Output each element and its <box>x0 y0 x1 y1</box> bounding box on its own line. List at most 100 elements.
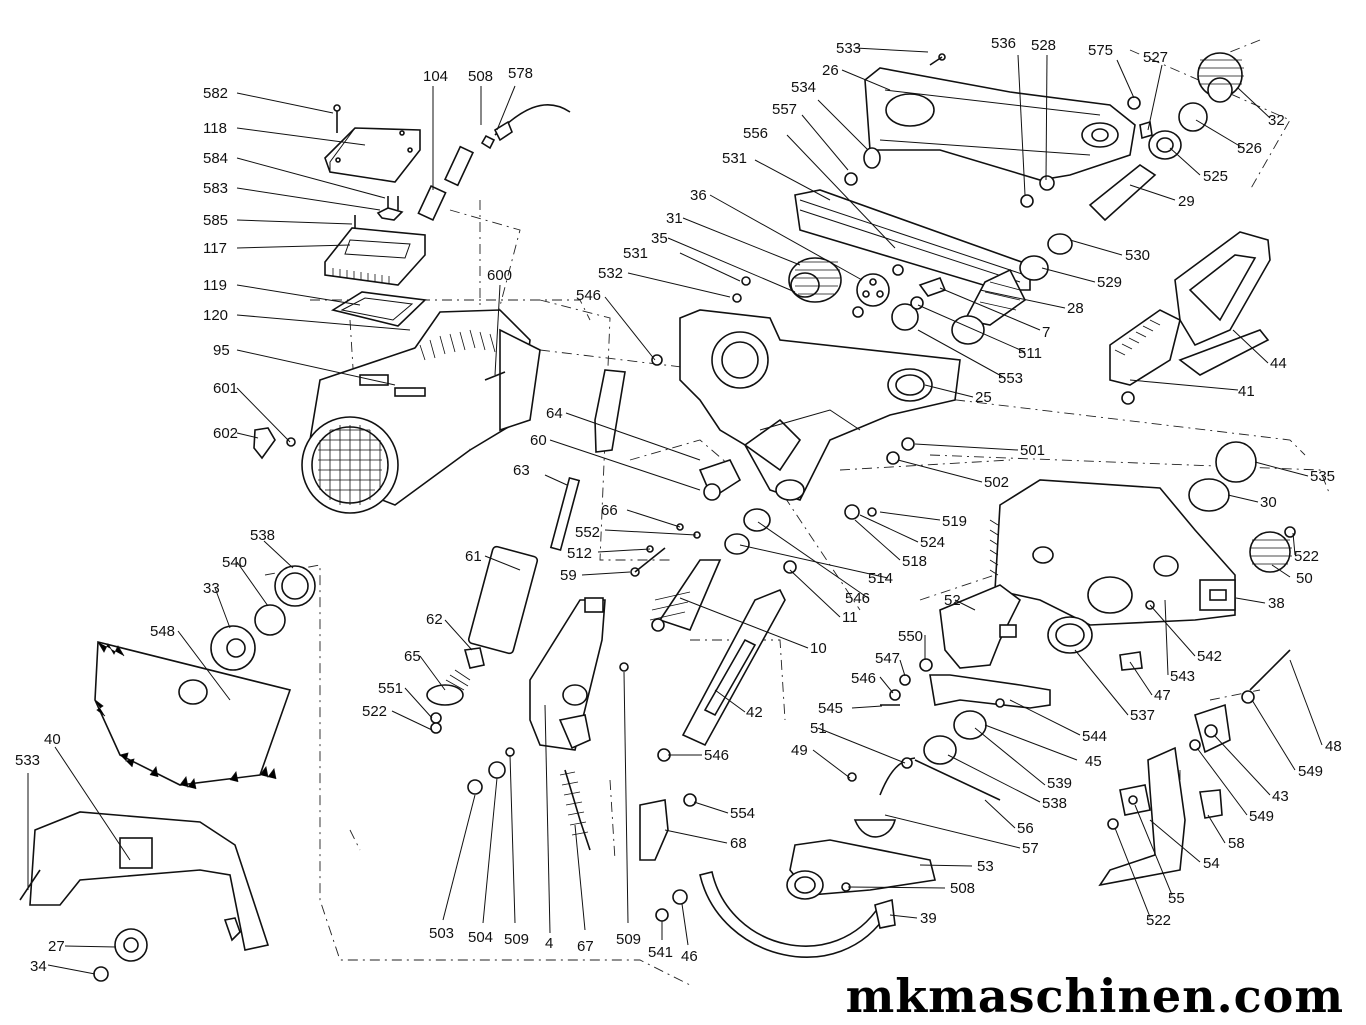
callout: 538 <box>1042 795 1067 812</box>
right-housing <box>989 441 1296 626</box>
callout: 31 <box>666 210 683 227</box>
callout: 551 <box>378 680 403 697</box>
callout: 59 <box>560 567 577 584</box>
belt <box>794 189 1031 291</box>
callout: 529 <box>1097 274 1122 291</box>
callout: 527 <box>1143 49 1168 66</box>
callout: 47 <box>1154 687 1171 704</box>
callout: 552 <box>575 524 600 541</box>
callout: 104 <box>423 68 448 85</box>
callout: 550 <box>898 628 923 645</box>
callout: 26 <box>822 62 839 79</box>
callout: 52 <box>944 592 961 609</box>
belt-cover-top <box>844 53 1141 208</box>
callout: 578 <box>508 65 533 82</box>
callout: 501 <box>1020 442 1045 459</box>
callout: 546 <box>845 590 870 607</box>
handle <box>1109 231 1271 405</box>
callout: 546 <box>704 747 729 764</box>
callout: 522 <box>362 703 387 720</box>
callout: 514 <box>868 570 893 587</box>
callout: 546 <box>576 287 601 304</box>
callout: 65 <box>404 648 421 665</box>
callout: 508 <box>468 68 493 85</box>
callout: 511 <box>1018 345 1042 362</box>
lower-mechanism <box>847 584 1143 838</box>
callout: 557 <box>772 101 797 118</box>
callout: 542 <box>1197 648 1222 665</box>
callout: 30 <box>1260 494 1277 511</box>
callout: 49 <box>791 742 808 759</box>
callout: 584 <box>203 150 228 167</box>
callout-labels: 582 118 584 583 585 117 119 120 95 601 6… <box>15 35 1342 975</box>
callout: 549 <box>1298 763 1323 780</box>
callout: 39 <box>920 910 937 927</box>
callout: 540 <box>222 554 247 571</box>
leader-lines <box>27 47 1323 975</box>
callout: 118 <box>203 120 227 137</box>
callout: 545 <box>818 700 843 717</box>
callout: 547 <box>875 650 900 667</box>
callout: 532 <box>598 265 623 282</box>
callout: 120 <box>203 307 228 324</box>
callout: 601 <box>213 380 238 397</box>
main-frame <box>679 309 961 501</box>
callout: 48 <box>1325 738 1342 755</box>
callout: 56 <box>1017 820 1034 837</box>
rod-parts <box>426 354 663 734</box>
callout: 38 <box>1268 595 1285 612</box>
callout: 28 <box>1067 300 1084 317</box>
callout: 543 <box>1170 668 1195 685</box>
callout: 539 <box>1047 775 1072 792</box>
callout: 544 <box>1082 728 1107 745</box>
callout: 509 <box>616 931 641 948</box>
callout: 64 <box>546 405 563 422</box>
callout: 44 <box>1270 355 1287 372</box>
lower-blade-guard <box>19 811 270 982</box>
watermark-text: mkmaschinen.com <box>845 969 1344 1023</box>
callout: 531 <box>722 150 747 167</box>
callout: 524 <box>920 534 945 551</box>
callout: 10 <box>810 640 827 657</box>
callout: 45 <box>1085 753 1102 770</box>
callout: 57 <box>1022 840 1039 857</box>
callout: 119 <box>203 277 227 294</box>
motor <box>253 309 541 514</box>
callout: 60 <box>530 432 547 449</box>
callout: 519 <box>942 513 967 530</box>
callout: 7 <box>1042 324 1050 341</box>
pulley-group <box>732 257 947 331</box>
callout: 534 <box>791 79 816 96</box>
callout: 549 <box>1249 808 1274 825</box>
callout: 29 <box>1178 193 1195 210</box>
callout: 53 <box>977 858 994 875</box>
callout: 66 <box>601 502 618 519</box>
callout: 25 <box>975 389 992 406</box>
callout: 50 <box>1296 570 1313 587</box>
callout: 522 <box>1146 912 1171 929</box>
right-lower-parts <box>1098 649 1291 887</box>
callout: 533 <box>15 752 40 769</box>
callout: 40 <box>44 731 61 748</box>
callout: 55 <box>1168 890 1185 907</box>
saw-blade-group <box>94 565 316 790</box>
callout: 554 <box>730 805 755 822</box>
callout: 512 <box>567 545 592 562</box>
callout: 538 <box>250 527 275 544</box>
callout: 537 <box>1130 707 1155 724</box>
upper-blade-guard <box>699 839 936 958</box>
callout: 504 <box>468 929 493 946</box>
callout: 46 <box>681 948 698 965</box>
callout: 575 <box>1088 42 1113 59</box>
callout: 541 <box>648 944 673 961</box>
callout: 42 <box>746 704 763 721</box>
callout: 95 <box>213 342 230 359</box>
callout: 117 <box>203 240 227 257</box>
motor-cover-group <box>324 103 571 327</box>
callout: 556 <box>743 125 768 142</box>
callout: 535 <box>1310 468 1335 485</box>
callout: 502 <box>984 474 1009 491</box>
callout: 67 <box>577 938 594 955</box>
callout: 32 <box>1268 112 1285 129</box>
